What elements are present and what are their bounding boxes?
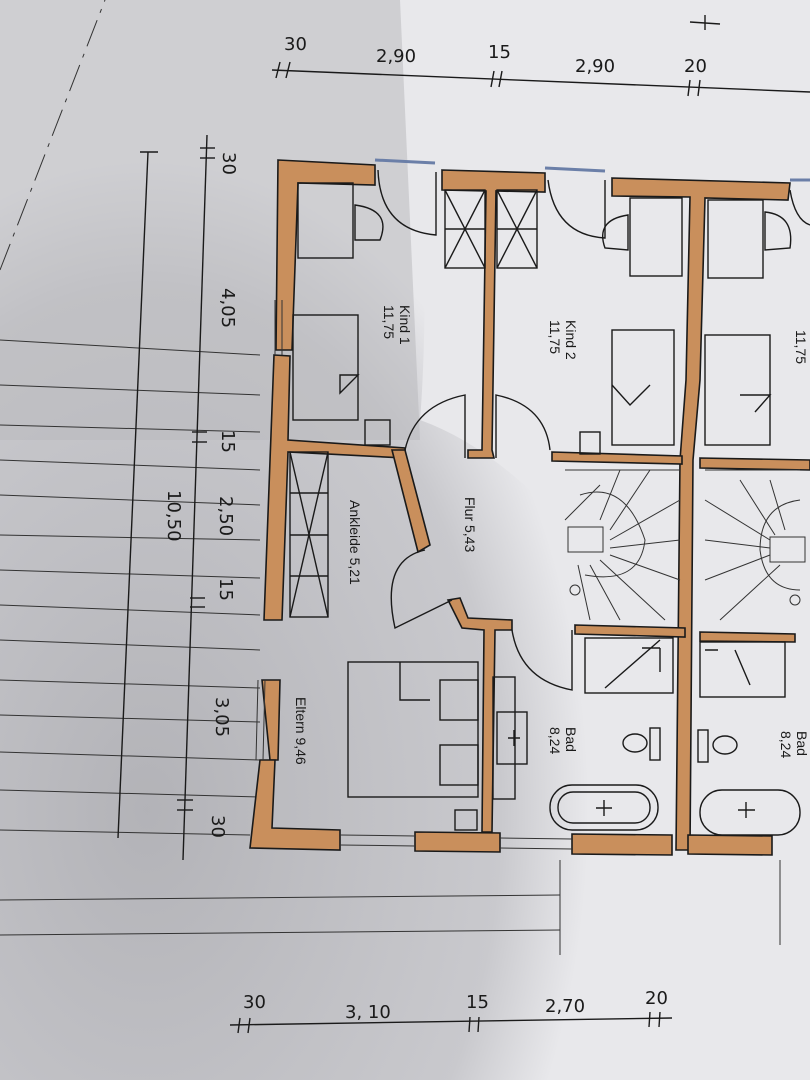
wall-stair-bottom [574,624,686,638]
dim-left-7: 30 [207,815,228,838]
label-kind1-name: Kind 1 [397,305,413,345]
dim-left-2: 4,05 [217,288,238,328]
label-flur: Flur 5,43 [462,497,478,552]
label-eltern: Eltern 9,46 [293,697,309,765]
dim-top-2: 2,90 [376,46,416,67]
label-bad-area: 8,24 [547,727,563,754]
dim-left-total: 10,50 [163,490,184,542]
windows [374,158,810,182]
dim-bottom-2: 3, 10 [345,1002,391,1023]
wall-left-sill [261,679,281,761]
wall-eltern-bad [446,597,513,833]
label-neighbor-kind-area: 11,75 [793,330,809,364]
label-neighbor-bad-name: Bad [794,731,810,756]
label-kind2-area: 11,75 [547,320,563,354]
label-neighbor-bad-area: 8,24 [778,731,794,758]
dim-left-5: 15 [215,578,236,601]
dim-left-4: 2,50 [215,496,236,536]
dim-bottom-3: 15 [466,992,489,1013]
label-kind2-name: Kind 2 [563,320,579,360]
dim-top-3: 15 [488,42,511,63]
dim-left-6: 3,05 [211,697,232,737]
label-bad-name: Bad [563,727,579,752]
dim-top-4: 2,90 [575,56,615,77]
dim-left-1: 30 [218,152,239,175]
furniture [289,182,801,836]
dim-top-1: 30 [284,34,307,55]
wall-stair-top [551,451,683,465]
shadow-upper [0,0,420,440]
wall-neighbor-bottom [687,834,773,856]
walls [249,159,810,856]
wall-neighbor-stair-bottom [699,631,796,643]
room-labels: Kind 1 11,75 Kind 2 11,75 11,75 Flur 5,4… [293,305,810,765]
dim-top-5: 20 [684,56,707,77]
dim-bottom-1: 30 [243,992,266,1013]
dimension-lines [117,15,810,1034]
wall-ankleide-diag [390,449,431,554]
label-ankleide: Ankleide 5,21 [347,500,363,585]
dim-bottom-5: 20 [645,988,668,1009]
dim-bottom-4: 2,70 [545,996,585,1017]
wall-bottom-mid [414,831,501,853]
staircase [564,469,806,621]
label-kind1-area: 11,75 [381,305,397,339]
wall-bottom-bad [571,833,673,856]
wall-left-bottom [249,759,341,851]
window-frames [255,300,573,850]
wall-kind-partition [441,169,546,459]
paper-lines [0,0,781,955]
wall-neighbor-stair-top [699,457,810,471]
dim-left-3: 15 [217,430,238,453]
